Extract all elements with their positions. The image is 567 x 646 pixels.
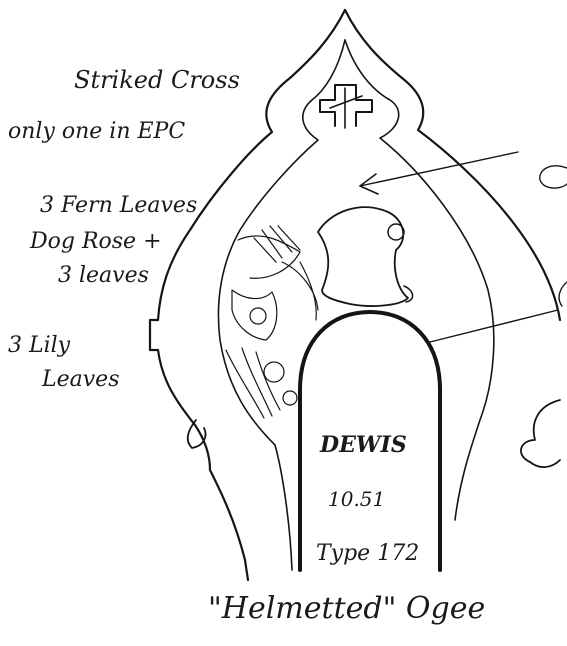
stone-type: Type 172 bbox=[316, 541, 419, 566]
annotation-dog-rose-1: Dog Rose + bbox=[29, 229, 162, 254]
arrow-to-helmet bbox=[360, 152, 518, 194]
annotation-dog-rose-2: 3 leaves bbox=[58, 263, 149, 288]
outer-ogee-outline bbox=[150, 10, 345, 580]
edge-mark-top bbox=[540, 166, 567, 188]
annotation-lily-1: 3 Lily bbox=[8, 333, 71, 358]
right-cusp bbox=[521, 400, 560, 467]
stone-date: 10.51 bbox=[328, 487, 385, 511]
helmet-icon bbox=[318, 207, 413, 306]
striked-cross-icon bbox=[320, 85, 372, 128]
outer-ogee-outline-right bbox=[345, 10, 560, 320]
annotation-only-one: only one in EPC bbox=[8, 119, 185, 144]
left-cusp bbox=[188, 420, 206, 448]
floral-carving bbox=[226, 226, 318, 418]
inner-ogee-left bbox=[218, 40, 345, 570]
annotation-striked-cross: Striked Cross bbox=[74, 66, 240, 94]
annotation-fern-leaves: 3 Fern Leaves bbox=[40, 193, 197, 218]
caption: "Helmetted" Ogee bbox=[208, 591, 485, 626]
edge-mark-mid bbox=[559, 282, 567, 306]
stone-name: DEWIS bbox=[319, 432, 407, 458]
annotation-lily-2: Leaves bbox=[41, 367, 119, 392]
